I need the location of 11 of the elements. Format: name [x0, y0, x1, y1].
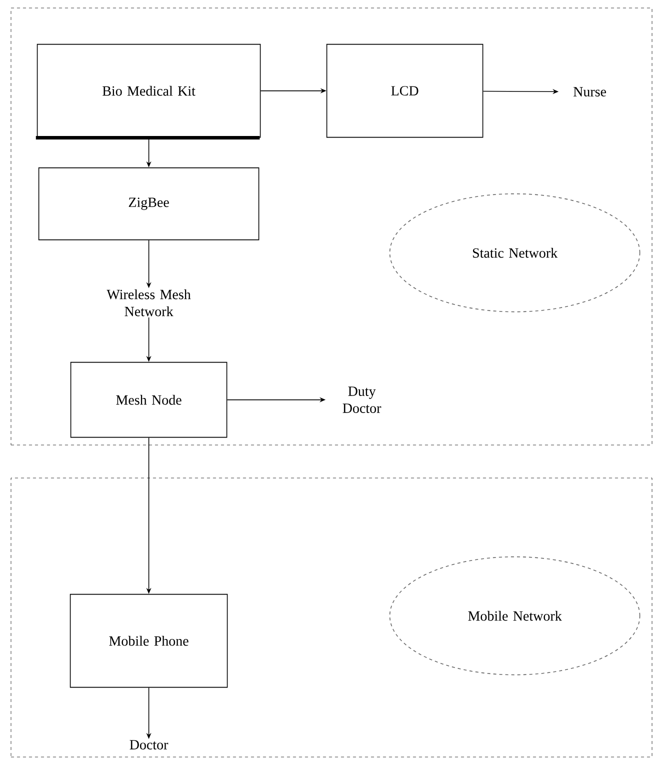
dashed-frame: [10, 8, 652, 446]
dashed-frame: [10, 478, 652, 758]
node-label: Nurse: [574, 87, 606, 96]
process-box: Bio Medical Kit: [36, 44, 261, 140]
process-box: Mesh Node: [70, 362, 228, 438]
process-box: LCD: [326, 44, 484, 138]
node-label: Duty Doctor: [342, 386, 382, 413]
node-label: Wireless Mesh Network: [106, 289, 191, 316]
process-box: ZigBee: [38, 167, 260, 240]
node-label: Doctor: [130, 740, 168, 750]
process-box: Mobile Phone: [70, 594, 228, 688]
